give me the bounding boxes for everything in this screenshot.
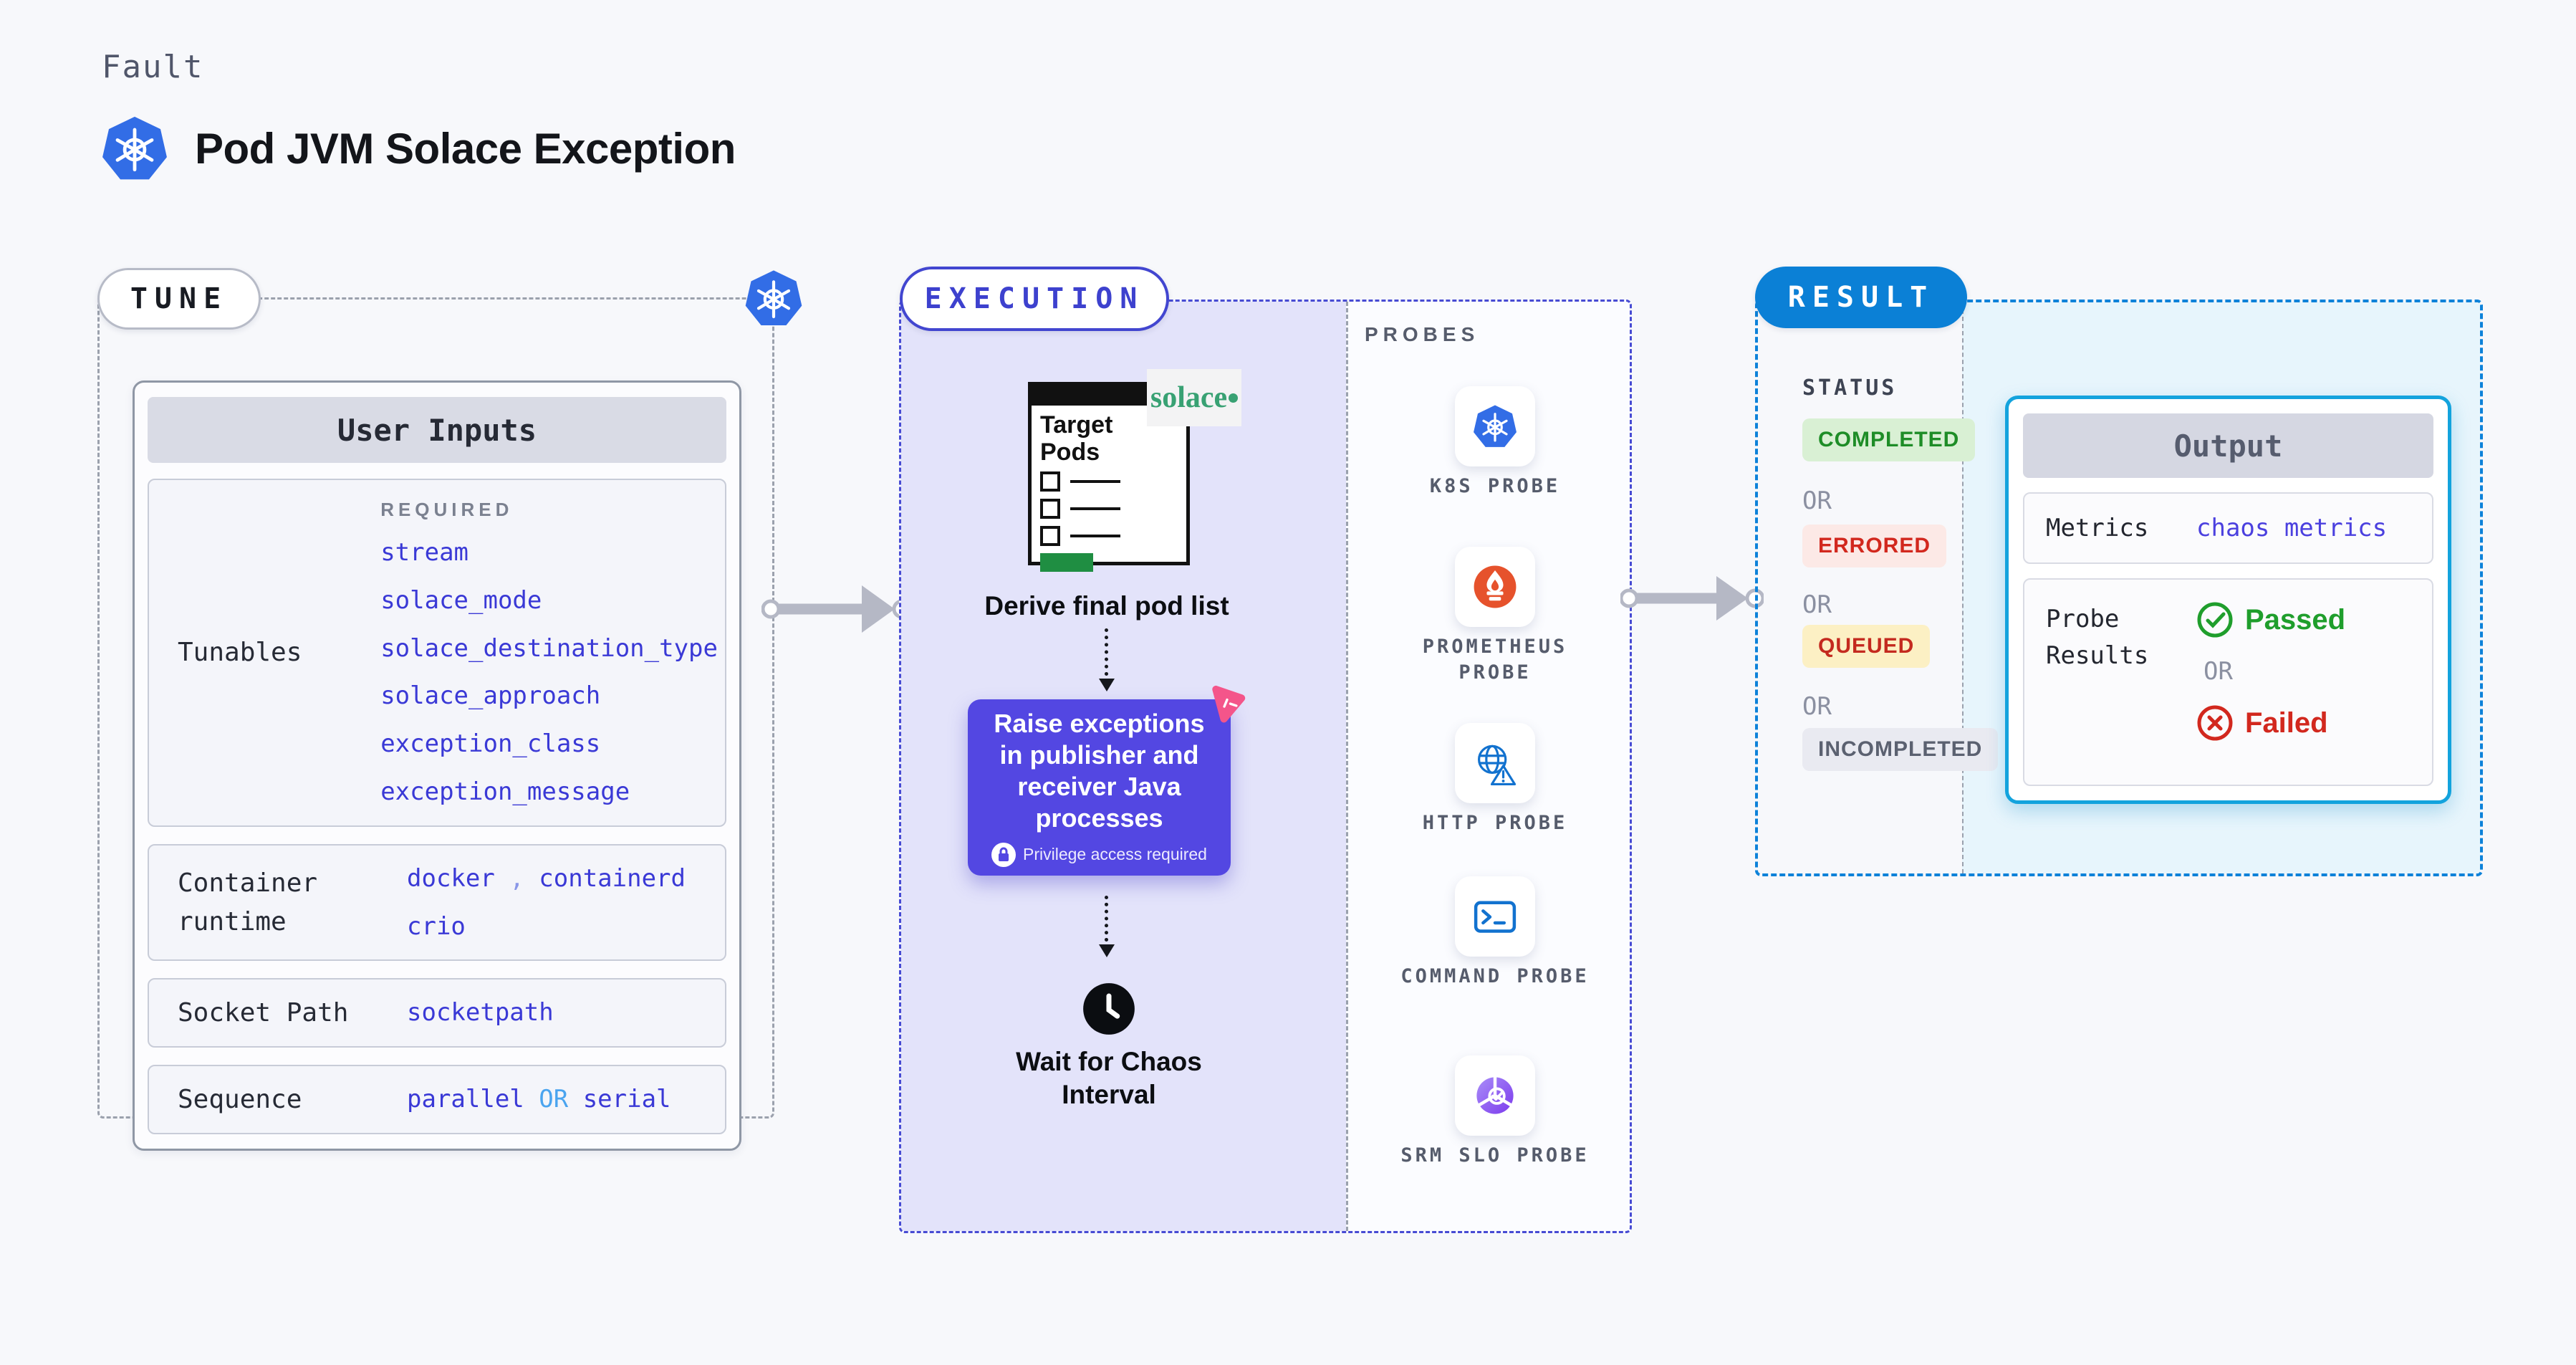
flow-connector — [1105, 896, 1108, 942]
page-title-row: Pod JVM Solace Exception — [100, 112, 736, 185]
arrow-head-icon — [1099, 944, 1115, 957]
list-line — [1070, 480, 1120, 484]
solace-logo: solace — [1147, 369, 1241, 426]
status-badge-completed: COMPLETED — [1802, 418, 1976, 461]
status-badge-queued: QUEUED — [1802, 625, 1931, 668]
pod-checklist-item — [1040, 471, 1178, 492]
execution-section: Target Pods solace Derive final pod list… — [899, 300, 1632, 1233]
output-card: Output Metrics chaos metrics Probe Resul… — [2005, 396, 2451, 804]
sequence-values: parallel OR serial — [407, 1085, 671, 1114]
status-label: STATUS — [1802, 375, 1898, 401]
check-circle-icon — [2196, 601, 2234, 638]
status-badge-incompleted: INCOMPLETED — [1802, 728, 1999, 771]
tunables-label: Tunables — [178, 637, 302, 667]
kubernetes-icon — [100, 112, 169, 185]
container-runtime-value: crio — [407, 911, 466, 941]
status-badge-errored: ERRORED — [1802, 525, 1947, 567]
required-label: REQUIRED — [380, 499, 514, 520]
result-divider — [1962, 302, 1964, 873]
page-title: Pod JVM Solace Exception — [195, 124, 736, 173]
fault-eyebrow: Fault — [102, 49, 204, 85]
checkbox-icon — [1040, 499, 1060, 519]
metrics-row: Metrics chaos metrics — [2023, 492, 2433, 564]
probe-card-k8s — [1455, 386, 1535, 466]
prometheus-icon — [1472, 564, 1518, 610]
user-inputs-card: User Inputs Tunables REQUIRED stream sol… — [133, 380, 741, 1151]
socket-path-value: socketpath — [407, 998, 554, 1028]
list-line — [1070, 535, 1120, 538]
list-line — [1070, 507, 1120, 511]
result-section: STATUS COMPLETED OR ERRORED OR QUEUED OR… — [1755, 300, 2483, 876]
or-separator: OR — [1802, 692, 1832, 721]
probe-card-command — [1455, 876, 1535, 957]
green-button — [1040, 553, 1093, 573]
or-separator: OR — [1802, 590, 1832, 619]
flow-arrow-tune-to-execution — [761, 585, 912, 633]
pod-checklist-item — [1040, 499, 1178, 519]
container-runtime-row: Container runtime docker , containerd cr… — [148, 843, 726, 962]
probe-label: HTTP PROBE — [1422, 812, 1568, 834]
lock-icon — [991, 842, 1017, 867]
derive-pod-list-step: Derive final pod list — [984, 591, 1229, 621]
probe-label: PROMETHEUS PROBE — [1422, 636, 1568, 684]
probe-card-srm-slo — [1455, 1055, 1535, 1136]
tunable-value: exception_class — [380, 729, 601, 759]
terminal-icon — [1472, 894, 1518, 939]
flow-arrow-execution-to-result — [1620, 576, 1764, 621]
checkbox-icon — [1040, 471, 1060, 492]
or-separator: OR — [1802, 487, 1832, 515]
socket-path-row: Socket Path socketpath — [148, 978, 726, 1048]
tune-section: User Inputs Tunables REQUIRED stream sol… — [97, 297, 774, 1151]
output-title: Output — [2023, 413, 2433, 478]
pod-checklist-item — [1040, 526, 1178, 547]
metrics-value: chaos metrics — [2196, 514, 2388, 542]
probe-result-failed: Failed — [2196, 704, 2345, 742]
result-section-pill: RESULT — [1755, 267, 1967, 328]
litmus-chaos-icon — [1212, 685, 1246, 723]
checkbox-icon — [1040, 526, 1060, 547]
container-runtime-label: Container runtime — [178, 868, 318, 937]
sequence-label: Sequence — [178, 1084, 302, 1114]
clock-icon — [1083, 983, 1135, 1035]
privilege-badge: Privilege access required — [991, 842, 1207, 867]
probe-results-row: Probe Results Passed OR Failed — [2023, 578, 2433, 786]
raise-exceptions-step: Raise exceptions in publisher and receiv… — [968, 699, 1231, 876]
probes-divider — [1346, 302, 1348, 1231]
tunable-value: exception_message — [380, 777, 630, 806]
flow-connector — [1105, 628, 1108, 676]
kubernetes-icon — [1472, 403, 1518, 449]
user-inputs-title: User Inputs — [148, 397, 726, 463]
probe-card-http — [1455, 723, 1535, 803]
probe-result-passed: Passed — [2196, 601, 2345, 638]
kubernetes-icon — [744, 267, 804, 330]
probes-label: PROBES — [1365, 323, 1480, 345]
solace-dot-icon — [1229, 393, 1239, 403]
arrow-head-icon — [1099, 679, 1115, 691]
http-globe-icon — [1472, 740, 1518, 786]
probe-label: COMMAND PROBE — [1400, 965, 1590, 987]
container-runtime-values: docker , containerd — [407, 863, 686, 893]
tunables-row: Tunables REQUIRED stream solace_mode sol… — [148, 479, 726, 827]
tune-section-pill: TUNE — [97, 268, 261, 330]
x-circle-icon — [2196, 704, 2234, 742]
probe-label: SRM SLO PROBE — [1400, 1144, 1590, 1167]
wait-chaos-interval-step: Wait for Chaos Interval — [1016, 1047, 1202, 1110]
or-separator: OR — [2203, 657, 2233, 686]
sequence-row: Sequence parallel OR serial — [148, 1065, 726, 1134]
metrics-label: Metrics — [2046, 513, 2149, 542]
probe-card-prometheus — [1455, 547, 1535, 627]
tunable-value: solace_mode — [380, 585, 542, 615]
tunable-value: solace_approach — [380, 681, 601, 711]
probe-results-label: Probe Results — [2046, 605, 2149, 670]
probe-label: K8S PROBE — [1429, 475, 1561, 497]
socket-path-label: Socket Path — [178, 997, 349, 1028]
tunable-value: solace_destination_type — [380, 633, 718, 663]
target-pods-title: Target Pods — [1040, 411, 1113, 466]
execution-section-pill: EXECUTION — [900, 267, 1169, 331]
srm-slo-icon — [1472, 1073, 1518, 1119]
tunable-value: stream — [380, 538, 469, 567]
